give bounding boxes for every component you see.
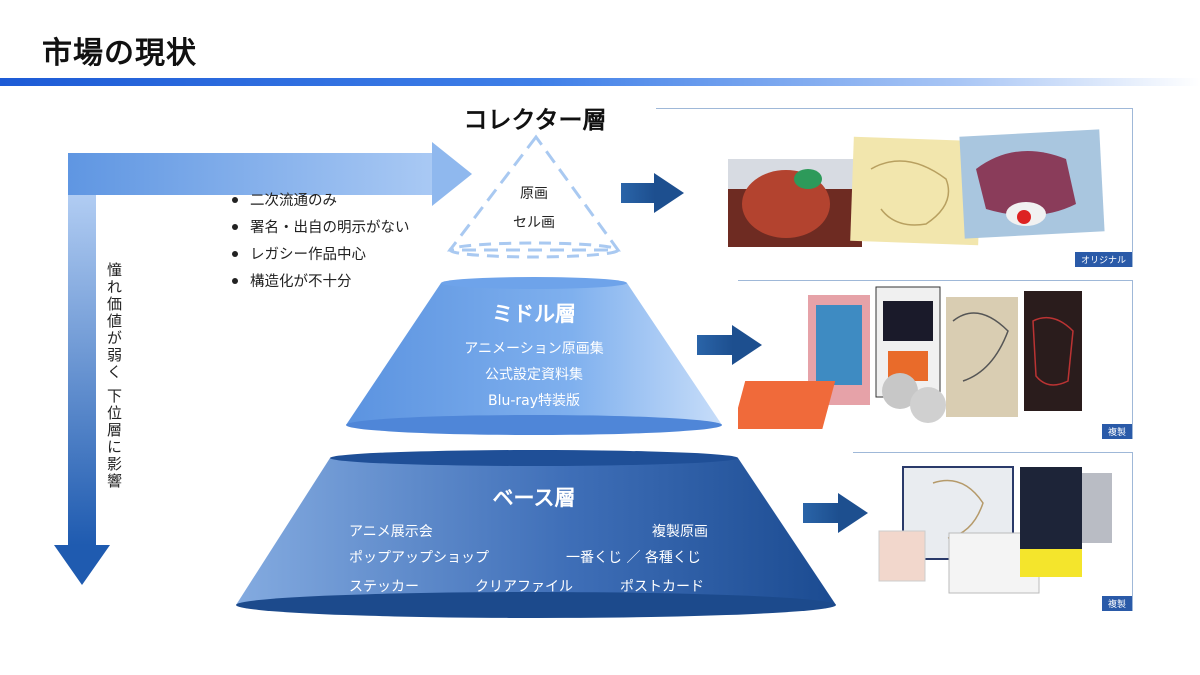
issues-list: 二次流通のみ 署名・出自の明示がない レガシー作品中心 構造化が不十分 [232, 186, 410, 294]
collector-item-genga: 原画 [520, 186, 548, 202]
page-title: 市場の現状 [42, 36, 197, 71]
bullet-icon [232, 277, 238, 284]
bullet-icon [232, 250, 238, 257]
base-item-lottery: 一番くじ ／ 各種くじ [566, 550, 701, 566]
middle-products-panel: 複製 [738, 280, 1133, 439]
bullet-icon [232, 196, 238, 203]
middle-replica-badge: 複製 [1101, 424, 1132, 439]
arrow-base-to-replica [803, 493, 868, 533]
original-artwork-panel: オリジナル [656, 108, 1133, 267]
middle-item-artbook: アニメーション原画集 [464, 341, 604, 357]
collector-triangle [446, 134, 621, 259]
collector-item-cel: セル画 [513, 215, 555, 231]
middle-item-setting-book: 公式設定資料集 [485, 367, 583, 383]
base-goods-panel: 複製 [853, 452, 1133, 611]
middle-item-bluray: Blu-ray特装版 [487, 393, 581, 409]
base-item-popup-shop: ポップアップショップ [349, 550, 489, 566]
bullet-icon [232, 223, 238, 230]
arrow-middle-to-replica [697, 325, 762, 365]
downward-arrow [54, 178, 110, 585]
middle-tier-title: ミドル層 [492, 302, 576, 326]
issue-item: 二次流通のみ [232, 186, 410, 213]
base-replica-badge: 複製 [1101, 596, 1132, 611]
base-tier-title: ベース層 [492, 486, 576, 510]
arrow-collector-to-original [621, 173, 684, 213]
issue-item: レガシー作品中心 [232, 240, 410, 267]
title-underline-bar [0, 78, 1200, 86]
base-item-clear-file: クリアファイル [475, 579, 573, 595]
base-item-exhibition: アニメ展示会 [349, 524, 433, 540]
issue-item: 構造化が不十分 [232, 267, 410, 294]
original-badge: オリジナル [1074, 252, 1132, 267]
collector-tier-title: コレクター層 [463, 106, 607, 134]
base-item-replica-genga: 複製原画 [652, 524, 708, 540]
middle-products-photos [738, 286, 1082, 429]
rightward-arrow-to-collector [68, 142, 472, 206]
base-tier-shape [236, 450, 836, 618]
original-artwork-photos [728, 129, 1105, 247]
vertical-arrow-label: 憧れ価値が弱く 下位層に影響 [105, 262, 123, 490]
issue-item: 署名・出自の明示がない [232, 213, 410, 240]
base-goods-photos [878, 466, 1112, 594]
base-item-postcard: ポストカード [620, 579, 704, 595]
base-item-sticker: ステッカー [349, 579, 419, 595]
middle-tier-shape [346, 277, 722, 435]
